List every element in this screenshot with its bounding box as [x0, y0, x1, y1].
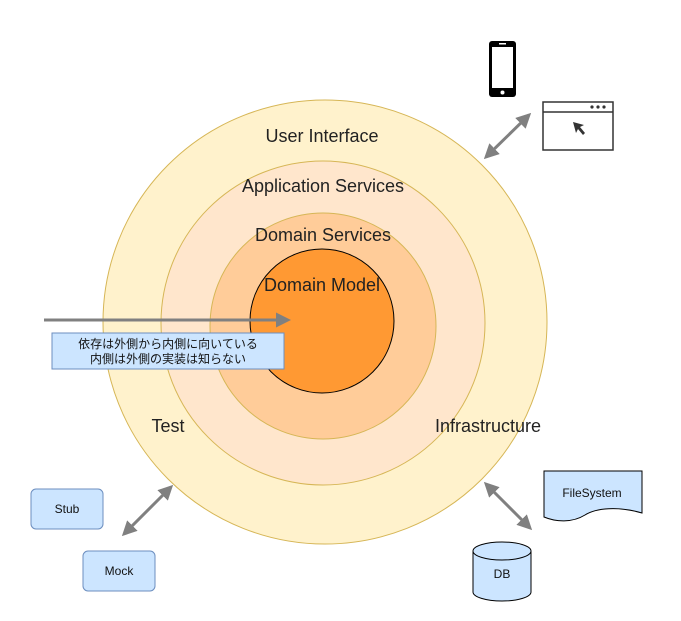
test-connector-arrow [121, 484, 174, 537]
test-label: Test [151, 416, 184, 436]
smartphone-icon [489, 41, 516, 97]
dependency-note-box [51, 332, 285, 370]
infrastructure-label: Infrastructure [435, 416, 541, 436]
application-services-label: Application Services [242, 176, 404, 196]
ui-connector-arrow [483, 112, 532, 160]
db-cylinder [472, 541, 532, 602]
dependency-note-line2: 内側は外側の実装は知らない [90, 351, 246, 366]
stub-box [30, 488, 104, 530]
user-interface-label: User Interface [265, 126, 378, 146]
cursor-icon [573, 122, 585, 135]
domain-services-label: Domain Services [255, 225, 391, 245]
infrastructure-connector-arrow [483, 481, 533, 531]
domain-model-label: Domain Model [264, 275, 380, 295]
mock-box [82, 550, 156, 592]
stub-label: Stub [55, 502, 80, 516]
mock-label: Mock [105, 564, 135, 578]
filesystem-document [543, 470, 643, 522]
filesystem-label: FileSystem [562, 486, 621, 500]
dependency-note-line1: 依存は外側から内側に向いている [78, 336, 258, 351]
db-label: DB [494, 567, 511, 581]
